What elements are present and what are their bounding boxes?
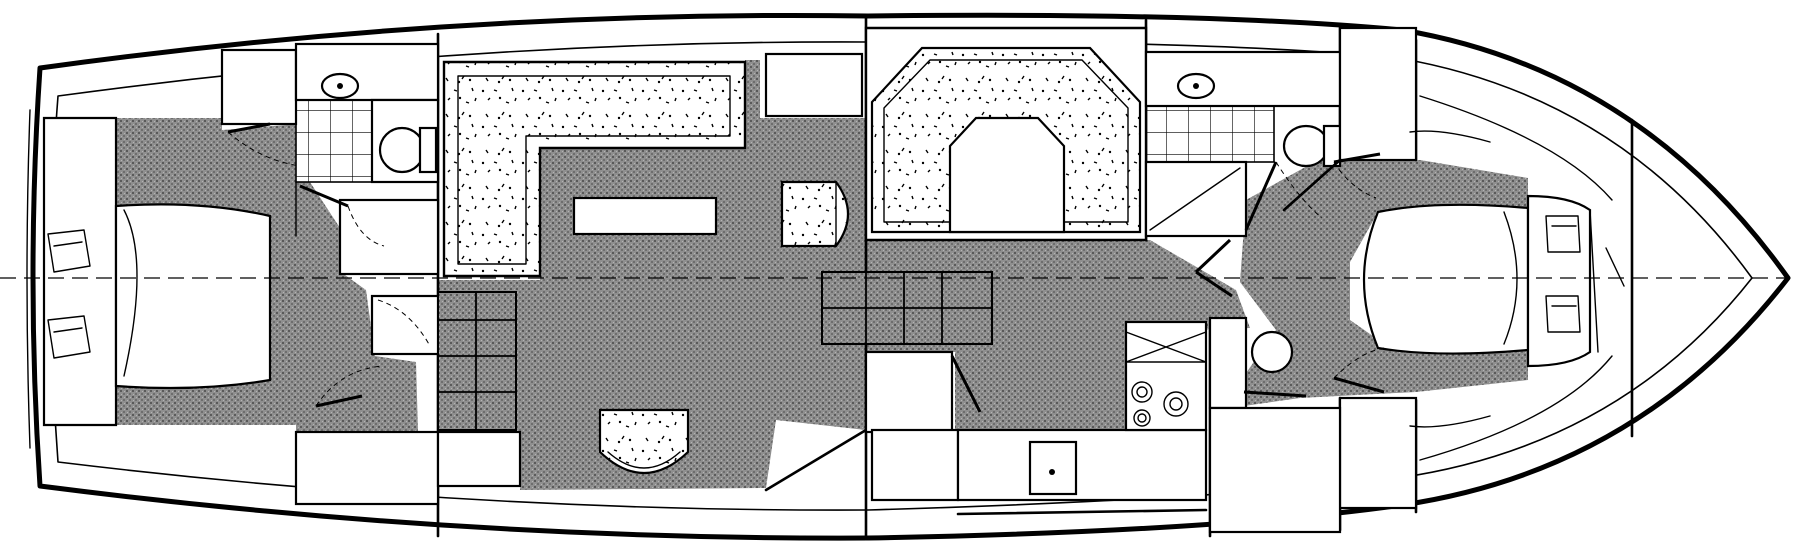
toilet-icon (378, 126, 438, 174)
forward-head-door (1244, 161, 1278, 231)
sink-icon (320, 72, 360, 100)
forward-head-tile-floor (1145, 105, 1275, 163)
forward-locker-4 (1208, 406, 1342, 534)
galley (864, 320, 1208, 516)
porthole (1250, 330, 1294, 374)
aft-head-door (299, 184, 349, 208)
bow-rail (1419, 95, 1613, 461)
pillow-icon (47, 315, 91, 359)
aft-head-tile-floor (295, 99, 373, 183)
aft-door (227, 122, 271, 134)
pillow-icon (1545, 215, 1581, 253)
salon-diagonal-wall (764, 428, 868, 492)
pillow-icon (47, 229, 91, 273)
passage-door (1194, 238, 1233, 298)
galley-door (950, 355, 982, 413)
forward-berth-head (1526, 194, 1592, 368)
aft-settee (42, 116, 118, 427)
forward-locker (1338, 26, 1418, 162)
dinette-table (948, 116, 1066, 234)
forward-door (1333, 152, 1381, 164)
aft-head (294, 42, 440, 356)
burner-icon (1163, 391, 1189, 417)
toilet-icon (1282, 124, 1342, 168)
burner-icon (1133, 409, 1151, 427)
salon-stairs (821, 271, 993, 345)
forward-locker-2 (1338, 396, 1418, 510)
salon-locker (436, 430, 522, 488)
forward-head (1144, 50, 1342, 238)
hull-outline (30, 12, 1791, 541)
aft-door-2 (315, 394, 363, 408)
forward-locker-3 (1208, 316, 1248, 410)
burner-icon (1131, 381, 1153, 403)
sink-icon (1028, 440, 1078, 496)
forward-door-3 (1243, 390, 1307, 398)
aft-stairs (437, 291, 517, 431)
sink-icon (1176, 72, 1216, 100)
forward-door-2 (1333, 376, 1385, 394)
salon-cabinet (764, 52, 864, 118)
salon-settee (442, 60, 747, 278)
aft-locker-2 (294, 430, 440, 506)
aft-locker (220, 48, 298, 126)
forward-cabin (1194, 26, 1625, 534)
salon-chair (780, 180, 849, 248)
aft-cabin (42, 48, 440, 506)
aft-berth (114, 203, 272, 390)
salon-chair-2 (598, 408, 690, 474)
dinette (864, 26, 1148, 242)
pillow-icon (1545, 295, 1581, 333)
forward-berth (1362, 203, 1530, 355)
hull-inner-line-2 (26, 109, 31, 449)
salon-table (572, 196, 718, 236)
